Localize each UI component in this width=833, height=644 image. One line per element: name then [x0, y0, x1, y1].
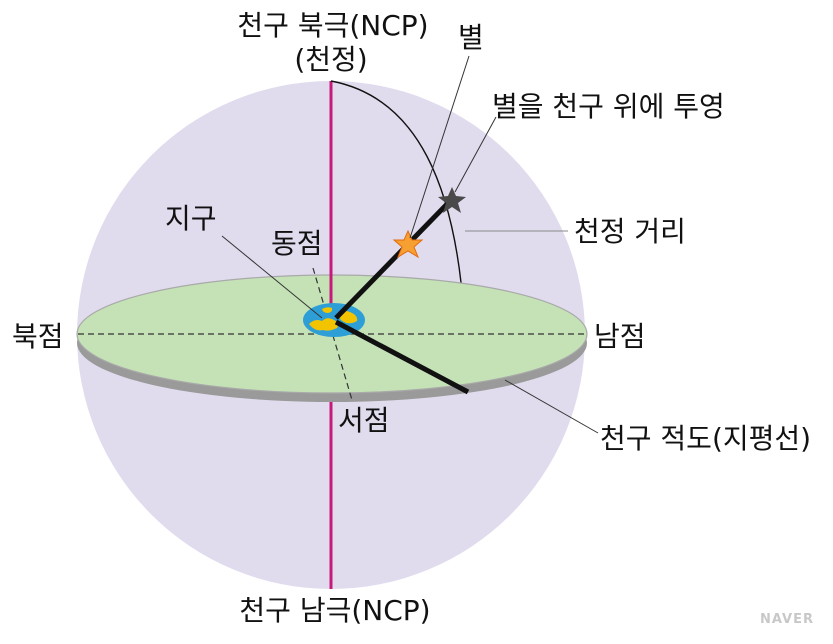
label-ncp: 천구 북극(NCP) [237, 9, 428, 42]
star-icon-near [392, 229, 424, 259]
label-north: 북점 [12, 320, 64, 353]
leader-star [409, 55, 470, 239]
label-zenith-distance: 천정 거리 [574, 215, 686, 248]
horizon-projection-vector [334, 319, 470, 395]
label-south: 남점 [594, 320, 646, 353]
east-west-line [312, 267, 353, 401]
label-west: 서점 [338, 404, 390, 437]
label-zenith: (천정) [294, 43, 367, 76]
watermark: NAVER [760, 612, 814, 627]
leader-earth [221, 235, 323, 319]
label-scp: 천구 남극(NCP) [239, 594, 430, 627]
label-east: 동점 [271, 227, 323, 260]
leader-projection [454, 116, 497, 193]
label-equator: 천구 적도(지평선) [600, 422, 811, 455]
label-star: 별 [458, 21, 484, 54]
label-earth: 지구 [165, 202, 217, 235]
leader-equator [504, 379, 599, 434]
star-direction-vector [334, 197, 454, 320]
star-icon-projected [438, 187, 466, 213]
label-projection: 별을 천구 위에 투영 [492, 90, 725, 123]
